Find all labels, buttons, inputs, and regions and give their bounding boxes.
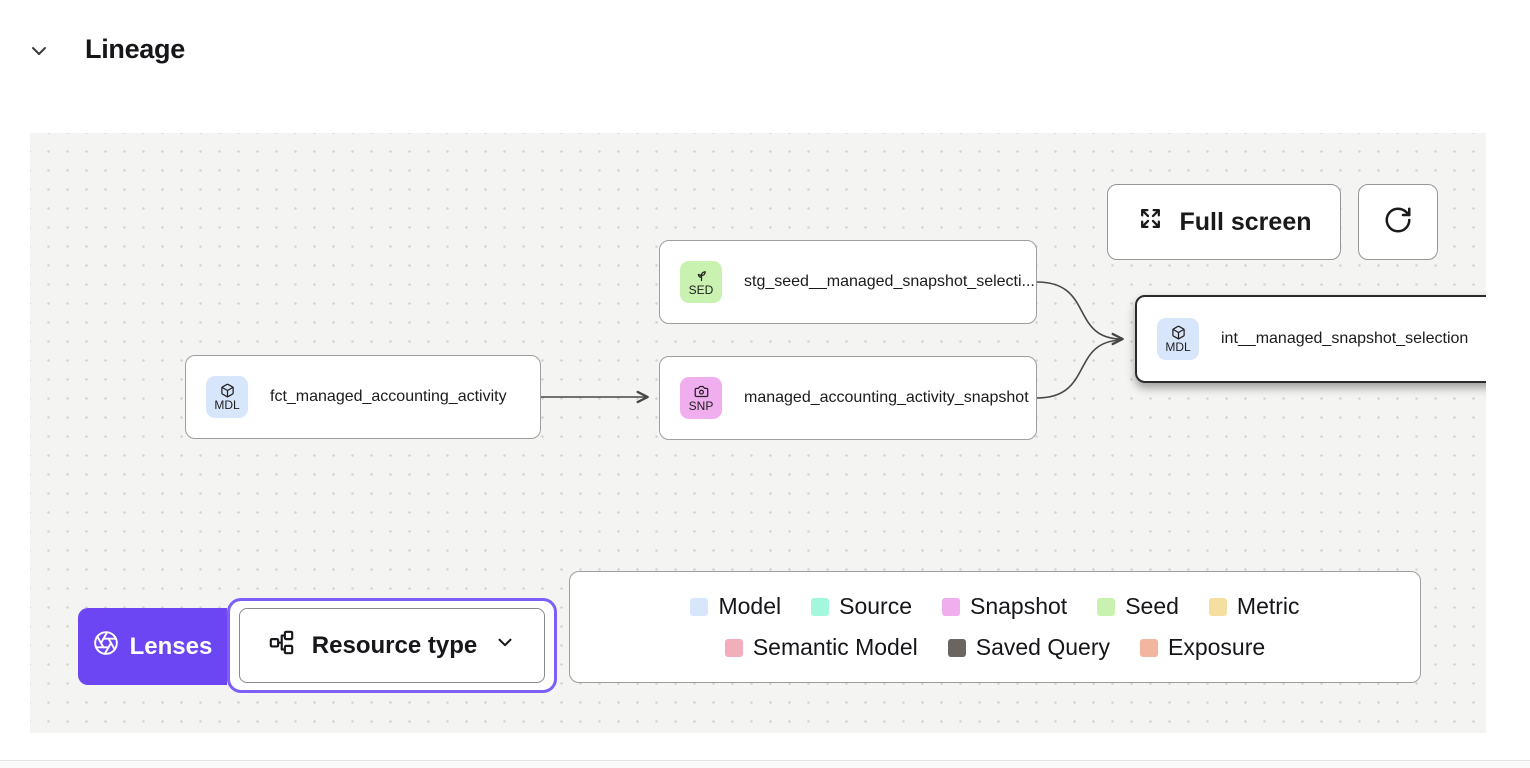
node-label: stg_seed__managed_snapshot_selecti... bbox=[744, 273, 1035, 290]
node-label: fct_managed_accounting_activity bbox=[270, 388, 507, 405]
resource-type-label: Resource type bbox=[311, 631, 478, 659]
cube-icon bbox=[1171, 325, 1185, 340]
seed-badge: SED bbox=[680, 261, 722, 303]
expand-arrows-icon bbox=[1137, 205, 1164, 239]
refresh-icon bbox=[1383, 205, 1413, 240]
legend-item-saved-query: Saved Query bbox=[947, 634, 1110, 661]
legend-panel: Model Source Snapshot Seed Metric Semant… bbox=[569, 571, 1421, 683]
legend-item-snapshot: Snapshot bbox=[941, 593, 1067, 620]
chevron-down-icon[interactable] bbox=[28, 40, 50, 62]
legend-item-model: Model bbox=[690, 593, 781, 620]
model-badge: MDL bbox=[1157, 318, 1199, 360]
exposure-color-swatch bbox=[1140, 638, 1158, 657]
chevron-down-icon bbox=[494, 631, 516, 660]
refresh-button[interactable] bbox=[1358, 184, 1438, 260]
cube-icon bbox=[220, 383, 234, 398]
node-type-code: SNP bbox=[688, 399, 714, 413]
camera-icon bbox=[694, 385, 708, 398]
node-label: managed_accounting_activity_snapshot bbox=[744, 389, 1029, 406]
saved-query-color-swatch bbox=[947, 638, 966, 657]
page-title: Lineage bbox=[85, 34, 185, 64]
lineage-node-seed[interactable]: SED stg_seed__managed_snapshot_selecti..… bbox=[659, 240, 1037, 324]
graph-nodes-icon bbox=[268, 629, 295, 663]
semantic-model-color-swatch bbox=[724, 638, 743, 657]
lineage-canvas[interactable]: Full screen SED stg_seed__managed_snapsh… bbox=[30, 133, 1486, 733]
legend-item-source: Source bbox=[811, 593, 912, 620]
lineage-node-int-model-selected[interactable]: MDL int__managed_snapshot_selection bbox=[1135, 295, 1486, 383]
node-type-code: SED bbox=[688, 283, 714, 297]
node-label: int__managed_snapshot_selection bbox=[1221, 330, 1469, 347]
source-color-swatch bbox=[811, 597, 830, 616]
model-color-swatch bbox=[690, 597, 709, 616]
metric-color-swatch bbox=[1208, 597, 1227, 616]
lineage-node-snapshot[interactable]: SNP managed_accounting_activity_snapshot bbox=[659, 356, 1037, 440]
legend-row-2: Semantic Model Saved Query Exposure bbox=[724, 634, 1265, 661]
seed-icon bbox=[697, 271, 706, 282]
resource-type-focus-ring: Resource type bbox=[227, 598, 557, 693]
full-screen-label: Full screen bbox=[1179, 207, 1312, 236]
model-badge: MDL bbox=[206, 376, 248, 418]
legend-item-metric: Metric bbox=[1208, 593, 1300, 620]
resource-type-dropdown[interactable]: Resource type bbox=[239, 608, 545, 683]
node-type-code: MDL bbox=[1165, 340, 1191, 354]
section-divider bbox=[0, 760, 1530, 768]
snapshot-color-swatch bbox=[941, 597, 960, 616]
snapshot-badge: SNP bbox=[680, 377, 722, 419]
legend-item-exposure: Exposure bbox=[1140, 634, 1265, 661]
aperture-icon bbox=[93, 630, 119, 663]
seed-color-swatch bbox=[1097, 597, 1116, 616]
lineage-section-header: Lineage bbox=[0, 0, 1530, 100]
node-type-code: MDL bbox=[214, 398, 240, 412]
lineage-node-fct-model[interactable]: MDL fct_managed_accounting_activity bbox=[185, 355, 541, 439]
legend-row-1: Model Source Snapshot Seed Metric bbox=[690, 593, 1300, 620]
lenses-button[interactable]: Lenses bbox=[78, 608, 227, 685]
legend-item-seed: Seed bbox=[1097, 593, 1179, 620]
legend-item-semantic-model: Semantic Model bbox=[724, 634, 918, 661]
lenses-label: Lenses bbox=[129, 632, 213, 660]
full-screen-button[interactable]: Full screen bbox=[1107, 184, 1341, 260]
